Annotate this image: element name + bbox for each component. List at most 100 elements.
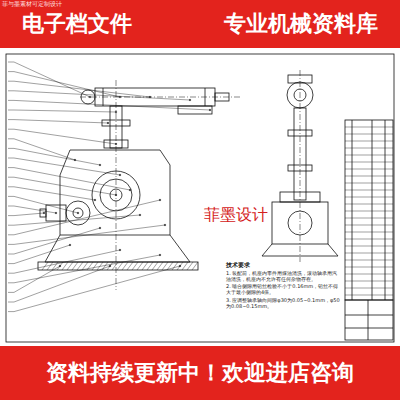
leader-line — [14, 266, 60, 292]
leader-line — [14, 196, 78, 213]
leader-line — [8, 62, 14, 63]
hatching — [172, 262, 178, 270]
leader-dot — [99, 227, 101, 229]
hatching — [132, 262, 138, 270]
hatching — [92, 262, 98, 270]
leader-line — [14, 129, 116, 144]
table-row-line — [345, 253, 393, 254]
hatching — [147, 262, 153, 270]
hatching — [192, 262, 198, 270]
leader-dot — [55, 212, 57, 214]
table-row-line — [345, 127, 393, 128]
leader-dot — [115, 194, 117, 196]
table-row-line — [345, 197, 393, 198]
leader-dot — [59, 265, 61, 267]
leader-line — [8, 206, 14, 207]
table-row-line — [345, 155, 393, 156]
leader-line — [8, 244, 14, 245]
table-row-line — [345, 134, 393, 135]
drawing-frame — [6, 54, 394, 342]
table-row-line — [345, 218, 393, 219]
leader-dot — [77, 212, 79, 214]
hatching — [162, 262, 168, 270]
shop-note: 菲与墨素材可定制设计 — [2, 1, 62, 8]
leader-dot — [119, 249, 121, 251]
hatching — [187, 262, 193, 270]
leader-line — [8, 90, 14, 91]
leader-dot — [119, 174, 121, 176]
leader-dot — [209, 109, 211, 111]
leader-line — [14, 148, 100, 165]
table-row-line — [345, 211, 393, 212]
banner-text: 专业机械资料库 — [224, 12, 378, 36]
leader-dot — [107, 122, 109, 124]
leader-line — [14, 245, 70, 264]
table-row-line — [345, 176, 393, 177]
leader-dot — [99, 164, 101, 166]
base — [45, 235, 190, 262]
leader-line — [8, 100, 14, 101]
leader-dot — [189, 99, 191, 101]
table-row-line — [345, 232, 393, 233]
hatching — [127, 262, 133, 270]
hatching — [62, 262, 68, 270]
leader-line — [8, 167, 14, 168]
leader-dot — [115, 111, 117, 113]
leader-line — [14, 255, 160, 283]
leader-line — [14, 91, 190, 100]
table-row-line — [345, 267, 393, 268]
table-row-line — [345, 148, 393, 149]
leader-dot — [129, 189, 131, 191]
leader-line — [8, 186, 14, 187]
note-text: 2. 啮合侧隙用铅丝检验不小于0.16mm，铅丝不得大于最小侧隙的4倍。 — [226, 284, 342, 296]
leader-dot — [149, 96, 151, 98]
leader-line — [14, 200, 160, 235]
leader-line — [8, 177, 14, 178]
leader-dot — [115, 143, 117, 145]
hatching — [177, 262, 183, 270]
notes-heading: 技术要求 — [226, 262, 342, 269]
leader-line — [8, 158, 14, 159]
hatching — [142, 262, 148, 270]
watermark: 菲墨设计 — [204, 206, 268, 224]
gearbox-housing — [60, 150, 170, 235]
leader-line — [8, 81, 14, 82]
hatching — [72, 262, 78, 270]
note-text: 1. 装配前，机座内零件用煤油清洗，滚动轴承用汽油清洗，机座内不允许有任何杂物存… — [226, 271, 342, 283]
technical-notes: 技术要求 1. 装配前，机座内零件用煤油清洗，滚动轴承用汽油清洗，机座内不允许有任… — [226, 262, 342, 311]
table-row-line — [345, 169, 393, 170]
column-side — [294, 108, 306, 200]
leader-dot — [43, 212, 45, 214]
leader-line — [14, 100, 210, 110]
leader-line — [14, 206, 56, 213]
leader-dot — [159, 254, 161, 256]
leader-line — [8, 225, 14, 226]
leader-line — [14, 110, 116, 112]
hatching — [182, 262, 188, 270]
leader-line — [8, 148, 14, 149]
parts-list — [345, 120, 393, 300]
leader-line — [8, 71, 14, 72]
leader-line — [14, 266, 180, 312]
worm-gear — [92, 171, 140, 219]
title-block — [345, 300, 393, 340]
leader-line — [8, 311, 14, 312]
table-row-line — [345, 225, 393, 226]
leader-line — [8, 302, 14, 303]
hatching — [107, 262, 113, 270]
table-row-line — [345, 141, 393, 142]
leader-dot — [179, 265, 181, 267]
leader-line — [14, 250, 120, 273]
leader-line — [8, 129, 14, 130]
leader-line — [14, 215, 140, 225]
leader-dot — [139, 214, 141, 216]
leader-line — [14, 266, 110, 302]
leader-line — [14, 228, 100, 254]
banner-text: 电子档文件 — [22, 12, 132, 36]
table-row-line — [345, 288, 393, 289]
leader-dot — [89, 96, 91, 98]
leader-line — [14, 177, 116, 195]
leader-line — [14, 213, 44, 216]
table-row-line — [345, 274, 393, 275]
leader-dot — [94, 199, 96, 201]
